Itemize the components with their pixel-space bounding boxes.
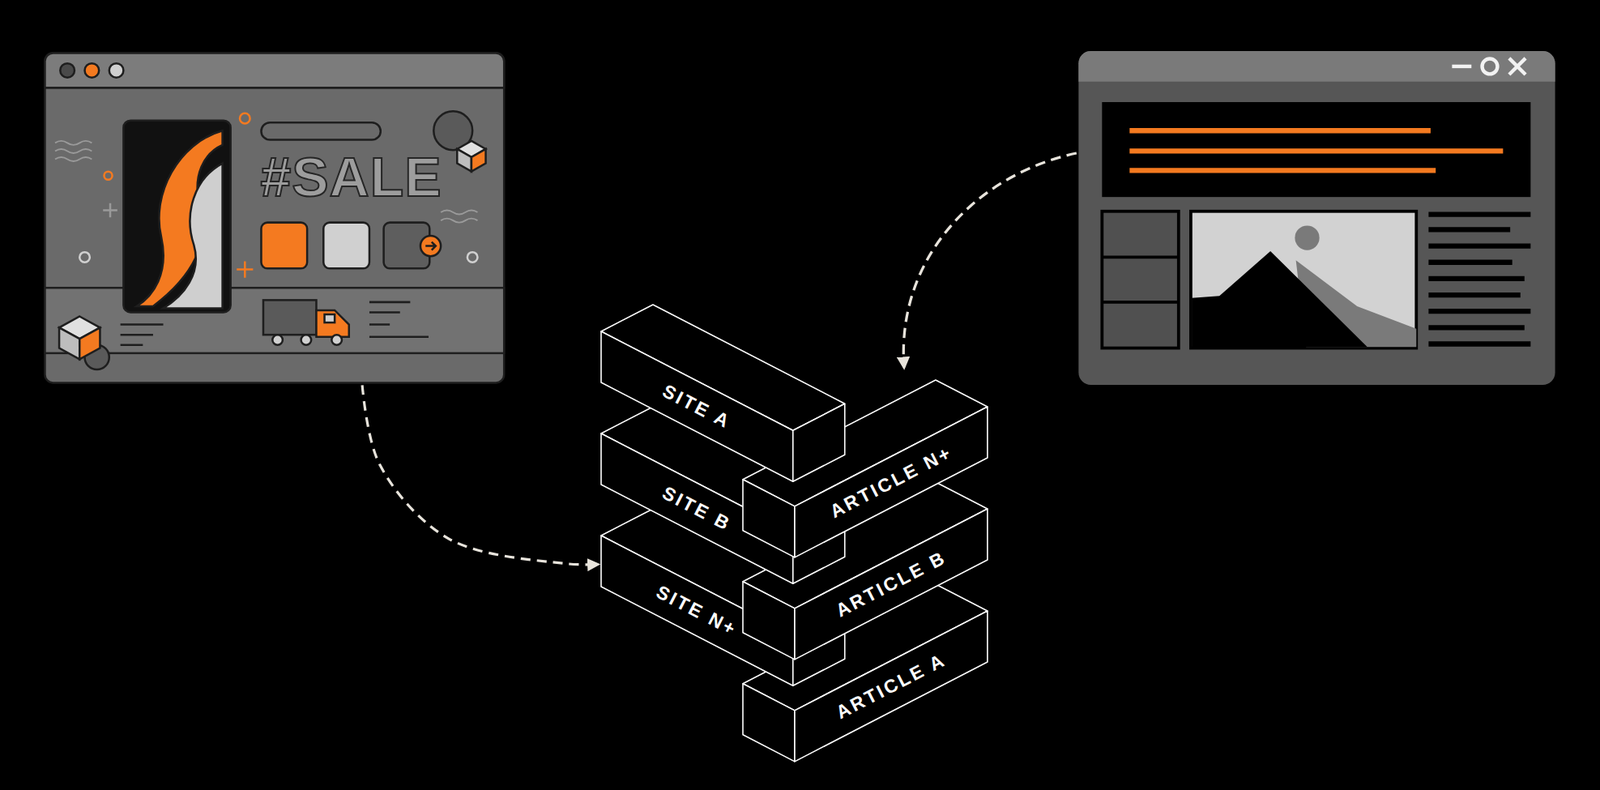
cube-left bbox=[59, 327, 80, 359]
search-pill bbox=[260, 122, 380, 140]
go-button bbox=[420, 235, 441, 256]
title-bar bbox=[1078, 51, 1555, 82]
window-dot bbox=[109, 63, 124, 78]
title-bar bbox=[44, 53, 504, 89]
maximize-icon bbox=[1482, 58, 1498, 74]
sale-heading: #SALE bbox=[260, 149, 442, 205]
cube-left bbox=[456, 149, 472, 172]
deco-ring bbox=[239, 113, 251, 124]
phone bbox=[123, 120, 231, 313]
cube-icon bbox=[59, 316, 100, 360]
header-panel bbox=[1101, 102, 1531, 197]
block-face bbox=[742, 683, 795, 762]
truck-icon bbox=[263, 299, 350, 345]
deco-ring bbox=[103, 171, 112, 180]
image-frame bbox=[1190, 211, 1417, 349]
cube-right bbox=[79, 327, 100, 359]
tile-orange bbox=[260, 222, 308, 269]
cube-right bbox=[471, 149, 487, 172]
shop-window-box: #SALE bbox=[44, 52, 504, 383]
flame-grey bbox=[163, 163, 223, 309]
sidebar bbox=[1101, 211, 1178, 349]
deco-plus bbox=[102, 203, 118, 218]
deco-waves bbox=[440, 210, 478, 223]
headline-lines bbox=[1129, 130, 1503, 171]
block-face bbox=[794, 610, 988, 762]
close-icon bbox=[1509, 58, 1526, 75]
deco-plus bbox=[236, 260, 253, 278]
truck-window bbox=[324, 314, 336, 323]
go-arrow bbox=[425, 242, 436, 251]
window-dot bbox=[59, 63, 75, 78]
sun bbox=[1294, 225, 1319, 250]
truck-wheel bbox=[331, 334, 342, 346]
body-text-lines bbox=[1428, 214, 1531, 345]
truck-box bbox=[263, 299, 316, 335]
sidebar-dividers bbox=[1101, 256, 1178, 302]
mountain-front bbox=[1191, 251, 1368, 347]
block-outline bbox=[601, 304, 845, 482]
truck-wheel bbox=[301, 334, 312, 346]
shop-window bbox=[44, 53, 504, 384]
deco-ring bbox=[79, 251, 90, 263]
deco-ring bbox=[467, 251, 478, 263]
text-lines bbox=[369, 302, 429, 338]
article-window bbox=[1078, 51, 1555, 385]
cube-icon bbox=[456, 140, 486, 172]
dashed-connector bbox=[362, 384, 598, 564]
block-face bbox=[601, 535, 794, 686]
site-block: SITE A bbox=[601, 304, 845, 482]
minimize-icon bbox=[1451, 64, 1472, 69]
window-frame bbox=[44, 53, 504, 384]
dashed-arrow bbox=[903, 153, 1077, 368]
tile-grey bbox=[323, 222, 370, 269]
text-lines bbox=[120, 324, 164, 346]
window-dot bbox=[85, 63, 100, 78]
footer-band bbox=[44, 287, 504, 354]
truck-cab bbox=[315, 310, 349, 338]
deco-waves bbox=[55, 140, 92, 162]
truck-wheel bbox=[272, 334, 283, 346]
window-frame bbox=[1078, 51, 1555, 385]
